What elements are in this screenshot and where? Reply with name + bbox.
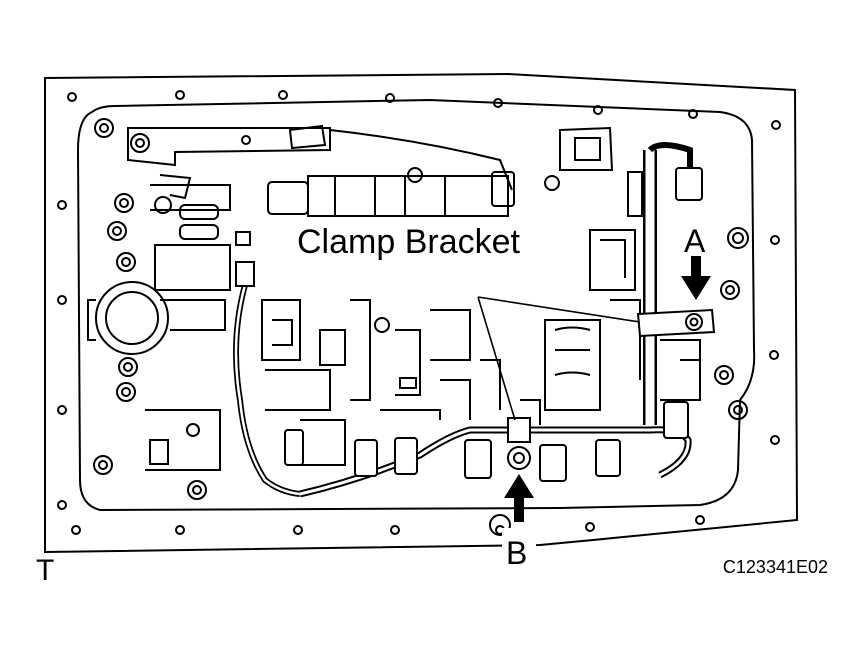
marker-b: B — [506, 535, 527, 571]
callout-label: Clamp Bracket — [297, 223, 521, 261]
callout-label-background — [292, 218, 564, 264]
figure-code: C123341E02 — [723, 557, 828, 577]
upper-solenoid-block — [267, 124, 614, 217]
corner-label: T — [36, 554, 54, 587]
solenoid-connectors — [284, 429, 621, 482]
marker-a-background — [682, 222, 712, 256]
valve-body-outline — [76, 98, 756, 512]
callout-lines — [477, 296, 641, 421]
wire-harness-top — [647, 142, 693, 195]
clamp-bracket-b — [507, 417, 531, 470]
middle-valve-spools — [261, 229, 701, 466]
wire-harness-left-inner — [234, 284, 301, 496]
arrow-b — [504, 474, 534, 522]
valve-body-bolts — [93, 118, 749, 536]
marker-b-background — [502, 528, 536, 568]
accumulator — [87, 281, 169, 355]
left-valve-details — [127, 127, 331, 471]
marker-a: A — [684, 223, 706, 259]
arrow-a — [681, 256, 711, 300]
harness-connector-right-lower — [663, 401, 689, 439]
harness-connector-left — [235, 261, 255, 287]
perimeter-bolts — [57, 90, 781, 535]
pan-outline — [44, 72, 799, 554]
harness-connector-mid-right — [627, 171, 643, 217]
clamp-bracket-a — [636, 308, 716, 338]
harness-connector-top-right — [675, 167, 703, 201]
